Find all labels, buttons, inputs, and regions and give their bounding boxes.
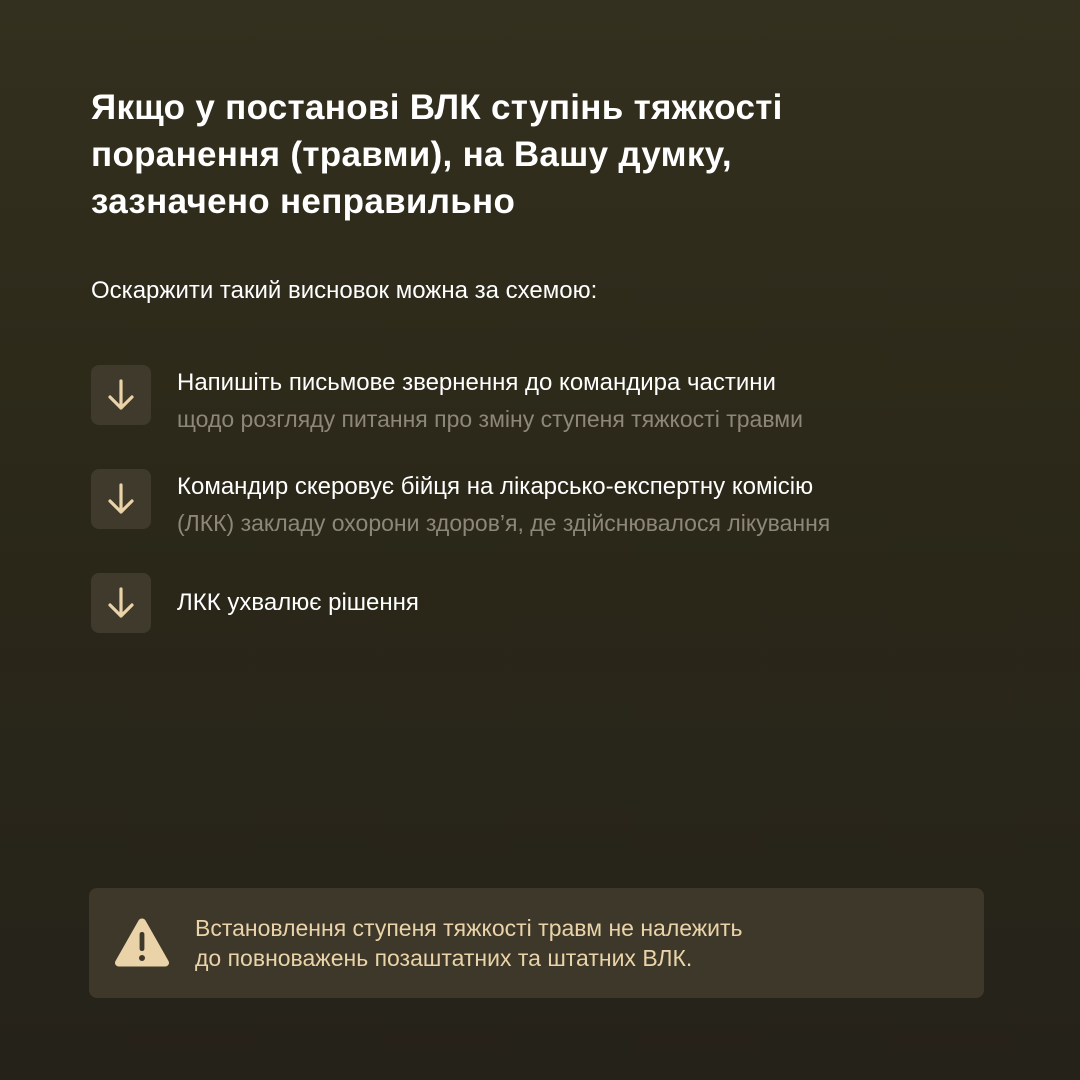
- warning-notice: Встановлення ступеня тяжкості травм не н…: [89, 888, 984, 998]
- page-title: Якщо у постанові ВЛК ступінь тяжкості по…: [91, 84, 991, 225]
- step-title: Командир скеровує бійця на лікарсько-екс…: [177, 473, 814, 500]
- notice-line: до повноважень позаштатних та штатних ВЛ…: [195, 945, 693, 971]
- step-item: ЛКК ухвалює рішення: [91, 573, 1031, 633]
- step-title: ЛКК ухвалює рішення: [177, 589, 419, 616]
- step-item: Командир скеровує бійця на лікарсько-екс…: [91, 469, 1031, 536]
- arrow-down-icon: [91, 469, 151, 529]
- intro-text: Оскаржити такий висновок можна за схемою…: [91, 277, 598, 304]
- step-item: Напишіть письмове звернення до командира…: [91, 365, 1031, 432]
- title-line: поранення (травми), на Вашу думку,: [91, 135, 732, 174]
- step-subtitle: (ЛКК) закладу охорони здоров’я, де здійс…: [177, 510, 831, 536]
- arrow-down-icon: [91, 573, 151, 633]
- step-subtitle: щодо розгляду питання про зміну ступеня …: [177, 406, 803, 432]
- title-line: Якщо у постанові ВЛК ступінь тяжкості: [91, 88, 783, 127]
- notice-text: Встановлення ступеня тяжкості травм не н…: [195, 913, 743, 973]
- notice-line: Встановлення ступеня тяжкості травм не н…: [195, 915, 743, 941]
- arrow-down-icon: [91, 365, 151, 425]
- warning-icon: [113, 916, 171, 968]
- step-title: Напишіть письмове звернення до командира…: [177, 369, 776, 396]
- title-line: зазначено неправильно: [91, 182, 516, 221]
